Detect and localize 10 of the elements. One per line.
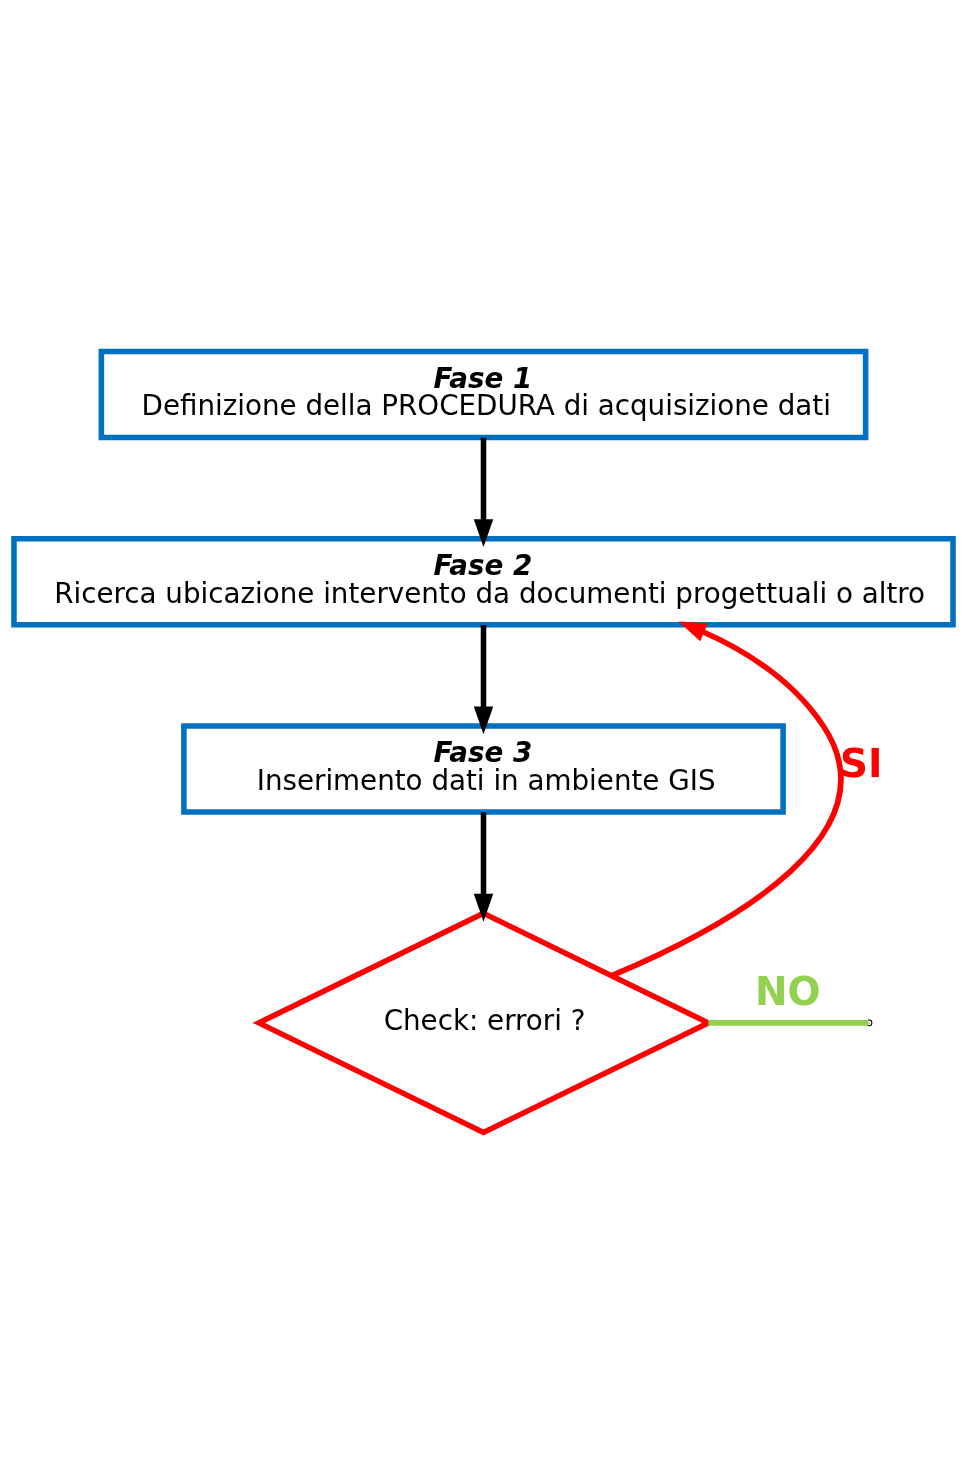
arrow (610, 621, 844, 979)
arrow (473, 625, 494, 735)
node-box: Fase 2 Ricerca ubicazione intervento da documenti progettuali o altro (11, 536, 956, 628)
arrow (473, 812, 494, 922)
connector (708, 1020, 869, 1026)
edge-label: SI (839, 741, 883, 787)
node-box: Fase 1 Definizione della PROCEDURA di acquisizione dati (98, 348, 869, 441)
node-box: Fase 3 Inserimento dati in ambiente GIS (181, 723, 786, 815)
arrow (473, 437, 494, 548)
edge-label: NO (755, 969, 821, 1015)
